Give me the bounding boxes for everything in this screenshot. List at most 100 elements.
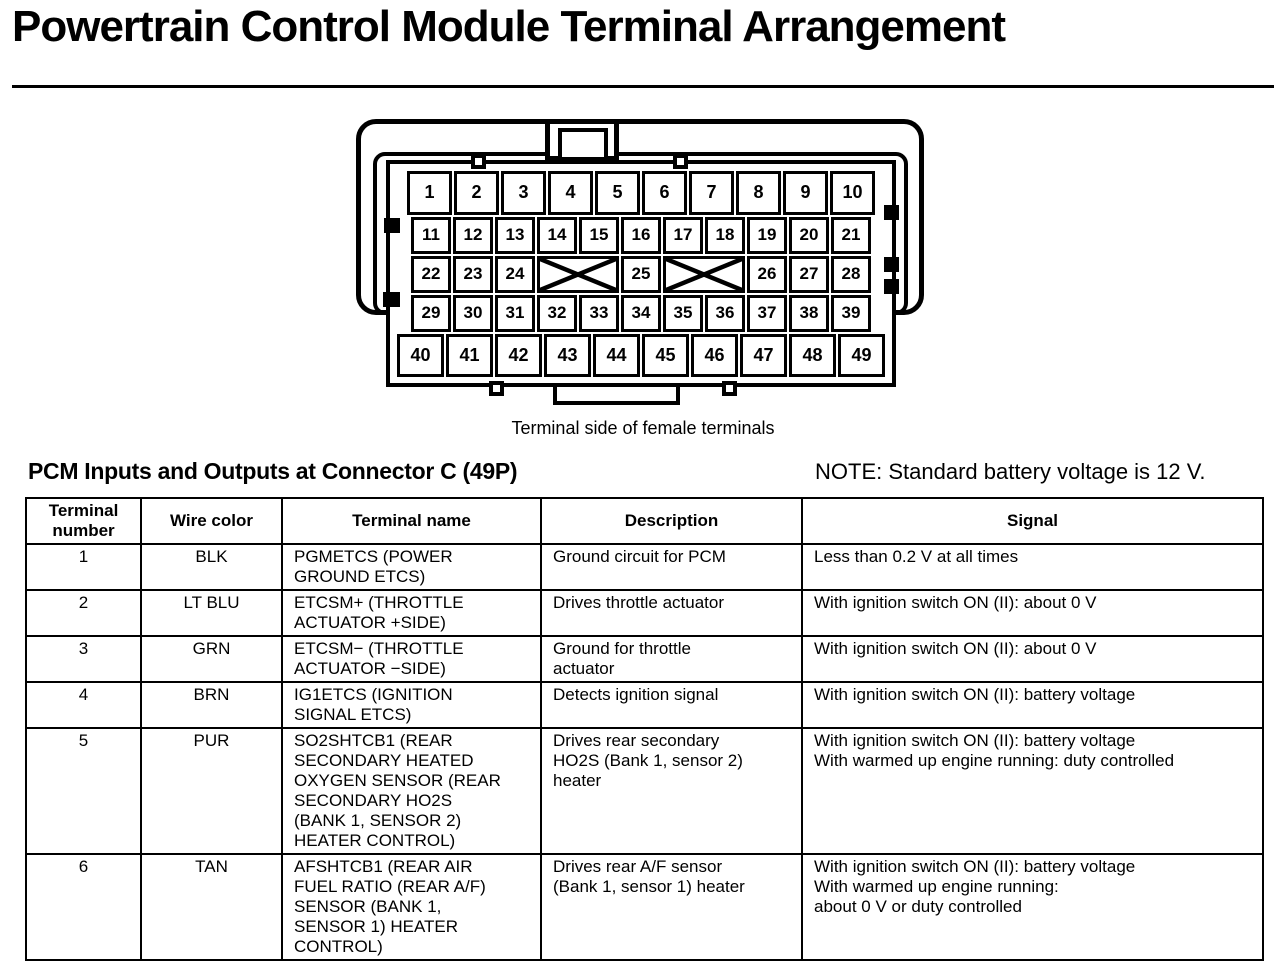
terminal-name-cell: AFSHTCB1 (REAR AIR FUEL RATIO (REAR A/F)… — [281, 853, 542, 961]
signal-cell: With ignition switch ON (II): battery vo… — [801, 681, 1264, 729]
terminal-cell-49: 49 — [838, 333, 885, 377]
description-cell: Detects ignition signal — [540, 681, 803, 729]
connector-notch — [489, 381, 504, 396]
terminal-cell-38: 38 — [789, 294, 829, 332]
diagram-caption: Terminal side of female terminals — [511, 418, 775, 438]
battery-voltage-note: NOTE: Standard battery voltage is 12 V. — [815, 459, 1206, 484]
terminal-cell: 6 — [25, 853, 142, 961]
title-divider — [12, 85, 1274, 88]
terminal-cell-34: 34 — [621, 294, 661, 332]
description-cell: Ground circuit for PCM — [540, 543, 803, 591]
terminal-name-cell: SO2SHTCB1 (REAR SECONDARY HEATED OXYGEN … — [281, 727, 542, 855]
wire-color-cell: PUR — [140, 727, 283, 855]
terminal-cell-8: 8 — [736, 170, 781, 215]
terminal-cell-37: 37 — [747, 294, 787, 332]
wire-color-cell: TAN — [140, 853, 283, 961]
terminal-cell-39: 39 — [831, 294, 871, 332]
wire-color-cell: LT BLU — [140, 589, 283, 637]
connector-latch — [884, 279, 899, 294]
terminal-cell-12: 12 — [453, 216, 493, 254]
terminal-cell-40: 40 — [397, 333, 444, 377]
connector-notch — [722, 381, 737, 396]
blocked-cavity-x-icon — [663, 255, 745, 293]
terminal-cell-30: 30 — [453, 294, 493, 332]
terminal-cell-9: 9 — [783, 170, 828, 215]
terminal-cell-46: 46 — [691, 333, 738, 377]
terminal-cell-32: 32 — [537, 294, 577, 332]
terminal-cell-31: 31 — [495, 294, 535, 332]
terminal-cell-16: 16 — [621, 216, 661, 254]
terminal-cell-18: 18 — [705, 216, 745, 254]
connector-latch — [884, 205, 899, 220]
terminal-cell-3: 3 — [501, 170, 546, 215]
terminal-cell-1: 1 — [407, 170, 452, 215]
connector-bottom-tab — [553, 385, 680, 405]
description-cell: Drives rear secondary HO2S (Bank 1, sens… — [540, 727, 803, 855]
wire-color-cell: BRN — [140, 681, 283, 729]
terminal-cell-13: 13 — [495, 216, 535, 254]
terminal-name-cell: PGMETCS (POWER GROUND ETCS) — [281, 543, 542, 591]
terminal-cell-29: 29 — [411, 294, 451, 332]
terminal-cell-7: 7 — [689, 170, 734, 215]
description-cell: Drives throttle actuator — [540, 589, 803, 637]
terminal-cell-36: 36 — [705, 294, 745, 332]
terminal-cell-10: 10 — [830, 170, 875, 215]
signal-cell: Less than 0.2 V at all times — [801, 543, 1264, 591]
terminal-cell: 2 — [25, 589, 142, 637]
terminal-cell: 3 — [25, 635, 142, 683]
terminal-cell-21: 21 — [831, 216, 871, 254]
connector-notch — [471, 154, 486, 169]
terminal-cell: 1 — [25, 543, 142, 591]
terminal-cell-22: 22 — [411, 255, 451, 293]
terminal-cell-43: 43 — [544, 333, 591, 377]
terminal-cell-24: 24 — [495, 255, 535, 293]
terminal-cell-26: 26 — [747, 255, 787, 293]
terminal-cell-20: 20 — [789, 216, 829, 254]
terminal-cell-19: 19 — [747, 216, 787, 254]
connector-latch — [884, 257, 899, 272]
signal-cell: With ignition switch ON (II): about 0 V — [801, 589, 1264, 637]
description-cell: Ground for throttle actuator — [540, 635, 803, 683]
terminal-cell-41: 41 — [446, 333, 493, 377]
terminal-name-cell: IG1ETCS (IGNITION SIGNAL ETCS) — [281, 681, 542, 729]
terminal-cell-42: 42 — [495, 333, 542, 377]
terminal-name-cell: ETCSM− (THROTTLE ACTUATOR −SIDE) — [281, 635, 542, 683]
page-title: Powertrain Control Module Terminal Arran… — [12, 2, 1006, 51]
column-header: Terminal name — [281, 497, 542, 545]
terminal-cell-5: 5 — [595, 170, 640, 215]
terminal-cell-48: 48 — [789, 333, 836, 377]
terminal-cell-35: 35 — [663, 294, 703, 332]
blocked-cavity-x-icon — [537, 255, 619, 293]
terminal-cell-45: 45 — [642, 333, 689, 377]
terminal-cell: 5 — [25, 727, 142, 855]
terminal-cell: 4 — [25, 681, 142, 729]
column-header: Wire color — [140, 497, 283, 545]
terminal-cell-17: 17 — [663, 216, 703, 254]
terminal-name-cell: ETCSM+ (THROTTLE ACTUATOR +SIDE) — [281, 589, 542, 637]
wire-color-cell: GRN — [140, 635, 283, 683]
terminal-cell-25: 25 — [621, 255, 661, 293]
terminal-cell-28: 28 — [831, 255, 871, 293]
terminal-cell-47: 47 — [740, 333, 787, 377]
column-header: Description — [540, 497, 803, 545]
terminal-cell-4: 4 — [548, 170, 593, 215]
description-cell: Drives rear A/F sensor (Bank 1, sensor 1… — [540, 853, 803, 961]
connector-top-tab-inner — [558, 128, 608, 161]
terminal-cell-6: 6 — [642, 170, 687, 215]
terminal-cell-44: 44 — [593, 333, 640, 377]
terminal-cell-11: 11 — [411, 216, 451, 254]
connector-latch — [384, 218, 400, 233]
